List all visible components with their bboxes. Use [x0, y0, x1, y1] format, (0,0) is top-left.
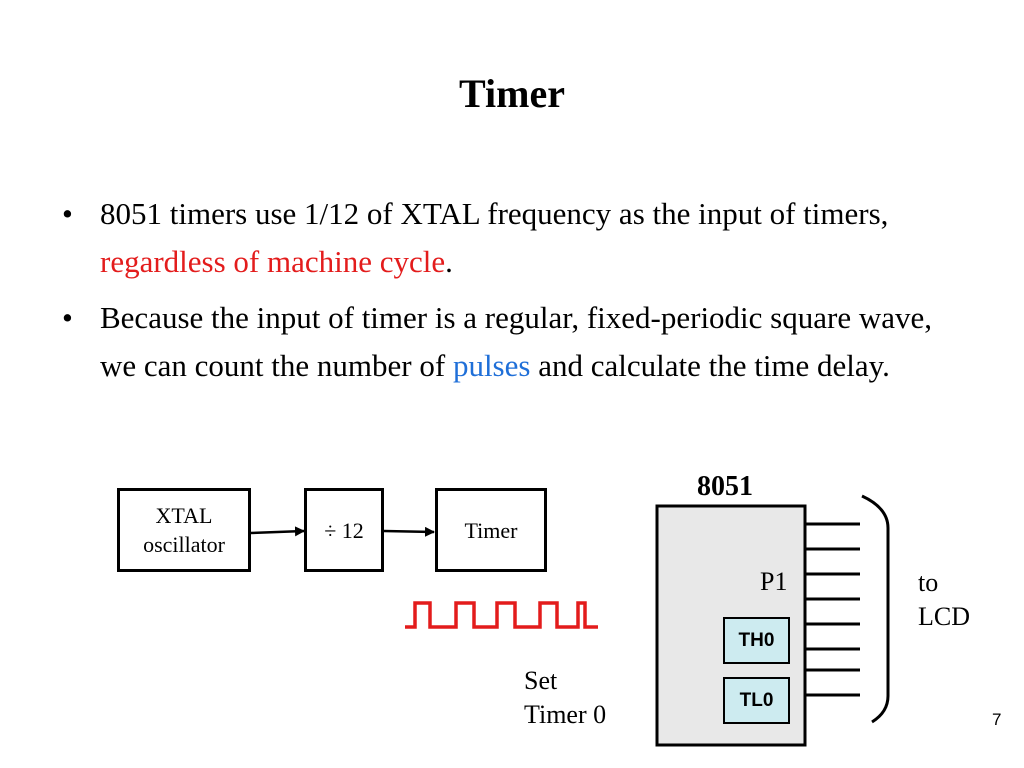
- th0-register: TH0: [723, 617, 790, 664]
- bullet-item: • Because the input of timer is a regula…: [62, 294, 942, 390]
- port-label: P1: [760, 567, 788, 596]
- square-wave: [405, 601, 598, 629]
- timer0-label: Timer 0: [524, 700, 607, 729]
- slide-title: Timer: [459, 71, 565, 116]
- timer-box: Timer: [435, 488, 547, 572]
- arrow-divider-to-timer: [383, 526, 435, 537]
- bullet-list: • 8051 timers use 1/12 of XTAL frequency…: [62, 190, 942, 398]
- lcd-label: to LCD: [918, 566, 970, 634]
- timer-label: Timer: [464, 517, 518, 543]
- bullet-marker: •: [62, 196, 73, 231]
- port-pins: [805, 522, 860, 697]
- xtal-oscillator-box: XTAL oscillator: [117, 488, 251, 572]
- lcd-bracket: [861, 494, 890, 724]
- lcd-text: LCD: [918, 602, 970, 631]
- bullet-highlight-text: regardless of machine cycle: [100, 244, 446, 279]
- set-timer-label: Set Timer 0: [524, 664, 606, 732]
- arrow-xtal-to-divider: [249, 526, 305, 537]
- bullet-highlight-text: pulses: [452, 348, 531, 383]
- chip-label: 8051: [697, 471, 753, 502]
- bullet-text-end: and calculate the time delay.: [530, 348, 890, 383]
- divider-label: ÷ 12: [324, 517, 364, 543]
- page-number: 7: [992, 710, 1002, 729]
- to-label: to: [918, 568, 939, 597]
- bullet-text-end: .: [445, 244, 453, 279]
- bullet-text: 8051 timers use 1/12 of XTAL frequency a…: [100, 196, 889, 231]
- bullet-item: • 8051 timers use 1/12 of XTAL frequency…: [62, 190, 942, 286]
- xtal-label: XTAL: [155, 503, 213, 528]
- bullet-text: Because the input of timer is a regular,…: [100, 300, 932, 383]
- divide-by-12-box: ÷ 12: [304, 488, 384, 572]
- oscillator-label: oscillator: [143, 532, 225, 557]
- bullet-marker: •: [62, 300, 73, 335]
- tl0-register: TL0: [723, 677, 790, 724]
- set-label: Set: [524, 666, 558, 695]
